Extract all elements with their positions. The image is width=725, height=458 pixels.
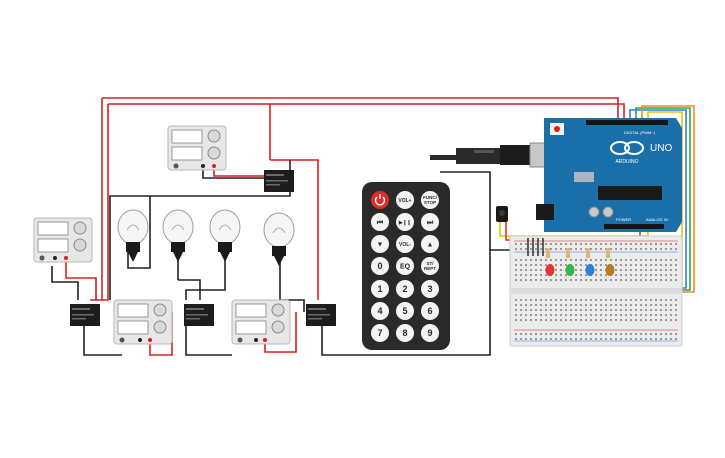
key-9-label: 9 [427, 328, 432, 338]
next-key-label: ⏭ [427, 219, 434, 226]
key-8[interactable]: 8 [396, 324, 414, 342]
relay-left[interactable] [70, 304, 100, 326]
up-key[interactable]: ▲ [421, 235, 439, 253]
resistor-4 [606, 248, 610, 258]
arduino-logo-text: ARDUINO [615, 159, 638, 165]
breadboard-jumpers [527, 238, 544, 256]
led-blue[interactable] [585, 264, 595, 276]
relay-top[interactable] [264, 170, 294, 192]
power-supply-bottom-right[interactable] [231, 299, 291, 345]
eq-key-label: EQ [400, 263, 411, 270]
up-key-label: ▲ [427, 241, 434, 248]
st-rept-key-label: ST/ [426, 261, 434, 266]
led-amber[interactable] [605, 264, 615, 276]
key-4-label: 4 [377, 306, 382, 316]
power-supply-bottom-left[interactable] [113, 299, 173, 345]
key-4[interactable]: 4 [371, 302, 389, 320]
st-rept-key[interactable]: ST/REPT [421, 257, 439, 275]
key-5-label: 5 [402, 306, 407, 316]
func-stop-key-label: FUNC/ [423, 195, 437, 200]
arduino-analog-label: ANALOG IN [646, 217, 668, 222]
power-supply-top[interactable] [167, 125, 227, 171]
relay-middle[interactable] [184, 304, 214, 326]
eq-key[interactable]: EQ [396, 257, 414, 275]
light-bulb-4[interactable] [263, 212, 295, 266]
light-bulb-2[interactable] [162, 209, 194, 262]
arduino-power-label: POWER [616, 217, 631, 222]
resistor-3 [586, 248, 590, 258]
resistor-1 [546, 248, 550, 258]
led-green[interactable] [565, 264, 575, 276]
key-9[interactable]: 9 [421, 324, 439, 342]
remote-keypad: VOL+ FUNC/STOP ⏮ ▶❙❙ ⏭ ▼ VOL- ▲ 0 EQ ST/REPT 1 2 3 4 5 6… [371, 191, 439, 342]
power-supply-left[interactable] [33, 217, 93, 263]
func-stop-key-label: STOP [424, 200, 436, 205]
breadboard[interactable] [509, 235, 683, 347]
down-key[interactable]: ▼ [371, 235, 389, 253]
vol-up-key[interactable]: VOL+ [396, 191, 414, 209]
vol-up-key-label: VOL+ [398, 198, 411, 204]
key-3[interactable]: 3 [421, 280, 439, 298]
key-3-label: 3 [427, 284, 432, 294]
down-key-label: ▼ [377, 241, 384, 248]
arduino-digital-label: DIGITAL (PWM~) [624, 130, 656, 135]
key-2[interactable]: 2 [396, 280, 414, 298]
ir-receiver[interactable] [496, 206, 508, 222]
prev-key-label: ⏮ [377, 219, 384, 226]
key-1[interactable]: 1 [371, 280, 389, 298]
play-pause-key-label: ▶❙❙ [398, 220, 411, 226]
usb-cable [430, 142, 565, 168]
key-8-label: 8 [402, 328, 407, 338]
prev-key[interactable]: ⏮ [371, 213, 389, 231]
key-0[interactable]: 0 [371, 257, 389, 275]
func-stop-key[interactable]: FUNC/STOP [421, 191, 439, 209]
key-0-label: 0 [377, 261, 382, 271]
play-pause-key[interactable]: ▶❙❙ [396, 213, 414, 231]
arduino-model-label: UNO [650, 143, 672, 154]
led-red[interactable] [545, 264, 555, 276]
key-2-label: 2 [402, 284, 407, 294]
next-key[interactable]: ⏭ [421, 213, 439, 231]
black-wires[interactable] [51, 160, 513, 356]
key-7-label: 7 [377, 328, 382, 338]
key-1-label: 1 [377, 284, 382, 294]
breadboard-holes [515, 243, 677, 340]
key-7[interactable]: 7 [371, 324, 389, 342]
light-bulb-1[interactable] [117, 209, 149, 262]
vol-down-key[interactable]: VOL- [396, 235, 414, 253]
relay-right[interactable] [306, 304, 336, 326]
vol-down-key-label: VOL- [399, 242, 411, 248]
key-6[interactable]: 6 [421, 302, 439, 320]
resistor-2 [566, 248, 570, 258]
key-6-label: 6 [427, 306, 432, 316]
arduino-uno-board[interactable] [536, 118, 682, 232]
red-wires[interactable] [65, 97, 625, 356]
power-key[interactable] [371, 191, 389, 209]
key-5[interactable]: 5 [396, 302, 414, 320]
st-rept-key-label: REPT [424, 266, 436, 271]
light-bulb-3[interactable] [209, 209, 241, 262]
